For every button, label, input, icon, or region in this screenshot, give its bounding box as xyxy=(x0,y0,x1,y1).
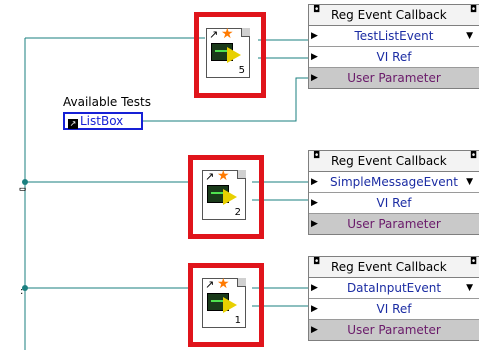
terminal-icon: ◘ xyxy=(313,257,321,267)
side-mark-2: : xyxy=(20,286,24,297)
vi-number: 5 xyxy=(238,65,245,76)
reference-arrow-icon: ↗ xyxy=(205,170,215,183)
user-parameter-label: User Parameter xyxy=(347,323,441,337)
callback-title: Reg Event Callback xyxy=(331,8,447,22)
play-triangle-icon xyxy=(227,47,241,63)
highlight-box-3 xyxy=(188,263,264,347)
side-mark-1: ᆷ xyxy=(18,182,28,193)
terminal-icon: ◘ xyxy=(469,5,477,15)
terminal-icon: ◘ xyxy=(313,151,321,161)
user-parameter-label: User Parameter xyxy=(347,217,441,231)
vi-ref-input[interactable]: ▶ VI Ref xyxy=(309,299,479,320)
play-triangle-icon xyxy=(223,189,237,205)
page-fold-icon xyxy=(241,28,250,37)
new-star-icon: ★ xyxy=(217,168,230,184)
input-arrow-icon: ▶ xyxy=(311,31,318,41)
vi-ref-label: VI Ref xyxy=(376,50,412,64)
reference-icon: ↗ xyxy=(68,119,78,129)
reg-event-callback-node-3[interactable]: ◘ Reg Event Callback ◘ ▶ DataInputEvent … xyxy=(308,256,479,341)
reg-event-callback-node-1[interactable]: ◘ Reg Event Callback ◘ ▶ TestListEvent ▼… xyxy=(308,4,479,89)
highlight-box-2 xyxy=(188,155,264,239)
callback-vi-icon-2[interactable]: ↗ ★ 2 xyxy=(202,168,246,220)
reference-arrow-icon: ↗ xyxy=(205,278,215,291)
input-arrow-icon: ▶ xyxy=(311,177,318,187)
page-fold-icon xyxy=(237,170,246,179)
vi-ref-input[interactable]: ▶ VI Ref xyxy=(309,193,479,214)
callback-header: ◘ Reg Event Callback ◘ xyxy=(309,257,479,278)
vi-ref-input[interactable]: ▶ VI Ref xyxy=(309,47,479,68)
user-parameter-label: User Parameter xyxy=(347,71,441,85)
event-input[interactable]: ▶ SimpleMessageEvent ▼ xyxy=(309,172,479,193)
vi-number: 1 xyxy=(234,315,241,326)
input-arrow-icon: ▶ xyxy=(311,198,318,208)
user-parameter-input[interactable]: ▶ User Parameter xyxy=(309,68,479,88)
input-arrow-icon: ▶ xyxy=(311,304,318,314)
event-input[interactable]: ▶ TestListEvent ▼ xyxy=(309,26,479,47)
vi-number: 2 xyxy=(234,207,241,218)
callback-title: Reg Event Callback xyxy=(331,154,447,168)
listbox-control[interactable]: ↗ListBox xyxy=(63,112,143,130)
callback-vi-icon-1[interactable]: ↗ ★ 5 xyxy=(206,26,250,78)
highlight-box-1 xyxy=(194,12,266,98)
input-arrow-icon: ▶ xyxy=(311,52,318,62)
event-name: TestListEvent xyxy=(354,29,434,43)
page-fold-icon xyxy=(237,278,246,287)
event-name: DataInputEvent xyxy=(346,281,442,295)
vi-ref-label: VI Ref xyxy=(376,196,412,210)
terminal-icon: ◘ xyxy=(469,257,477,267)
available-tests-label: Available Tests xyxy=(63,95,152,109)
play-triangle-icon xyxy=(223,297,237,313)
user-parameter-input[interactable]: ▶ User Parameter xyxy=(309,320,479,340)
dropdown-arrow-icon[interactable]: ▼ xyxy=(466,31,473,41)
reg-event-callback-node-2[interactable]: ◘ Reg Event Callback ◘ ▶ SimpleMessageEv… xyxy=(308,150,479,235)
vi-ref-label: VI Ref xyxy=(376,302,412,316)
listbox-label: ListBox xyxy=(80,114,124,128)
input-arrow-icon: ▶ xyxy=(311,325,318,335)
event-input[interactable]: ▶ DataInputEvent ▼ xyxy=(309,278,479,299)
callback-header: ◘ Reg Event Callback ◘ xyxy=(309,5,479,26)
terminal-icon: ◘ xyxy=(469,151,477,161)
dropdown-arrow-icon[interactable]: ▼ xyxy=(466,177,473,187)
callback-header: ◘ Reg Event Callback ◘ xyxy=(309,151,479,172)
input-arrow-icon: ▶ xyxy=(311,283,318,293)
dropdown-arrow-icon[interactable]: ▼ xyxy=(466,283,473,293)
event-name: SimpleMessageEvent xyxy=(330,175,458,189)
callback-title: Reg Event Callback xyxy=(331,260,447,274)
callback-vi-icon-3[interactable]: ↗ ★ 1 xyxy=(202,276,246,328)
user-parameter-input[interactable]: ▶ User Parameter xyxy=(309,214,479,234)
new-star-icon: ★ xyxy=(217,276,230,292)
terminal-icon: ◘ xyxy=(313,5,321,15)
new-star-icon: ★ xyxy=(221,26,234,42)
input-arrow-icon: ▶ xyxy=(311,73,318,83)
reference-arrow-icon: ↗ xyxy=(209,28,219,41)
input-arrow-icon: ▶ xyxy=(311,219,318,229)
